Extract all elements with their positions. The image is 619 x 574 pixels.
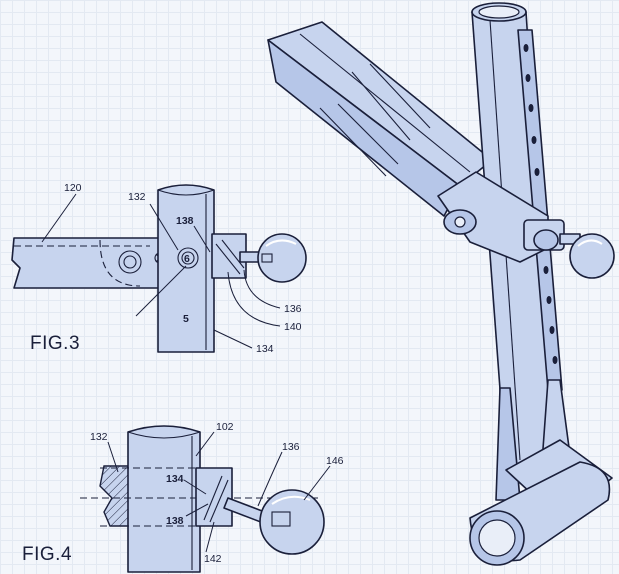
label-140: 140	[284, 321, 302, 333]
label-134: 134	[166, 473, 184, 485]
label-5: 5	[183, 313, 189, 325]
label-138: 138	[166, 515, 184, 527]
label-102: 102	[216, 421, 234, 433]
pin-assembly-fig4	[195, 467, 325, 555]
figure-4: 132 102 136 146 134 138 142 FIG.4	[22, 421, 344, 573]
label-132: 132	[90, 431, 108, 443]
pin-assembly-fig3	[211, 233, 307, 283]
figure-3: 120 132 138 6 5 136 140 134 FIG.3	[11, 182, 307, 355]
fig4-leaders	[107, 431, 331, 553]
base-cylinder	[469, 461, 611, 566]
fig3-leaders	[41, 193, 281, 349]
figure-4-title: FIG.4	[22, 544, 72, 565]
knob	[559, 233, 615, 279]
label-142: 142	[204, 553, 222, 565]
label-138: 138	[176, 215, 194, 227]
label-136: 136	[282, 441, 300, 453]
perspective-view	[267, 2, 615, 566]
label-134: 134	[256, 343, 274, 355]
label-6: 6	[184, 253, 190, 265]
label-132: 132	[128, 191, 146, 203]
post-5	[157, 184, 215, 353]
label-146: 146	[326, 455, 344, 467]
angled-arm	[267, 21, 493, 217]
adjustment-holes	[523, 44, 558, 364]
figure-3-title: FIG.3	[30, 333, 80, 354]
pivot-collar	[437, 171, 565, 263]
label-136: 136	[284, 303, 302, 315]
label-120: 120	[64, 182, 82, 194]
